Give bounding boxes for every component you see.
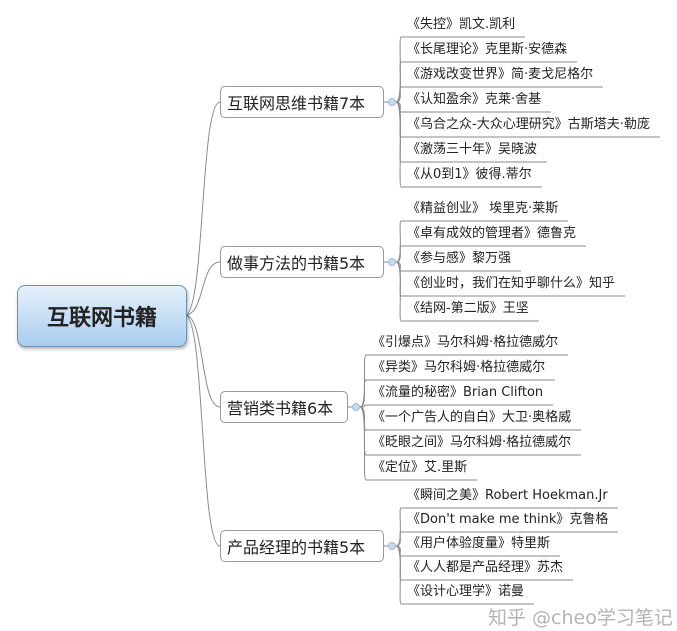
leaf-node[interactable]: 《一个广告人的自白》大卫·奥格威 xyxy=(372,410,572,425)
root-node[interactable]: 互联网书籍 xyxy=(17,285,187,347)
leaf-node[interactable]: 《乌合之众-大众心理研究》古斯塔夫·勒庞 xyxy=(407,117,650,132)
leaf-node[interactable]: 《设计心理学》诺曼 xyxy=(407,584,525,599)
leaf-node[interactable]: 《失控》凯文.凯利 xyxy=(407,17,516,32)
branch-leaf-connector xyxy=(395,220,402,263)
root-branch-connector xyxy=(184,314,221,547)
branch-leaf-connector xyxy=(395,245,402,263)
leaf-node[interactable]: 《认知盈余》克莱·舍基 xyxy=(407,92,542,107)
branch-node[interactable]: 营销类书籍6本 xyxy=(220,391,348,423)
leaf-node[interactable]: 《结网-第二版》王坚 xyxy=(407,301,529,316)
branch-node[interactable]: 产品经理的书籍5本 xyxy=(220,530,384,562)
branch-leaf-connector xyxy=(395,545,402,605)
leaf-node[interactable]: 《精益创业》 埃里克·莱斯 xyxy=(407,201,559,216)
leaf-node[interactable]: 《人人都是产品经理》苏杰 xyxy=(407,560,564,575)
leaf-node[interactable]: 《激荡三十年》吴晓波 xyxy=(407,142,538,157)
branch-leaf-connector xyxy=(395,101,402,188)
leaf-node[interactable]: 《流量的秘密》Brian Clifton xyxy=(372,385,544,400)
collapse-toggle[interactable] xyxy=(388,98,396,106)
branch-node[interactable]: 做事方法的书籍5本 xyxy=(220,246,384,278)
leaf-node[interactable]: 《定位》艾.里斯 xyxy=(372,460,468,475)
branch-leaf-connector xyxy=(395,261,402,322)
leaf-node[interactable]: 《引爆点》马尔科姆·格拉德威尔 xyxy=(372,335,559,350)
collapse-toggle[interactable] xyxy=(388,258,396,266)
leaf-node[interactable]: 《卓有成效的管理者》德鲁克 xyxy=(407,226,577,241)
branch-leaf-connector xyxy=(359,406,367,481)
branch-leaf-connector xyxy=(359,379,367,408)
branch-label: 做事方法的书籍5本 xyxy=(227,254,366,273)
branch-leaf-connector xyxy=(395,531,402,547)
leaf-node[interactable]: 《用户体验度量》特里斯 xyxy=(407,536,551,551)
branch-label: 互联网思维书籍7本 xyxy=(227,94,366,113)
leaf-node[interactable]: 《长尾理论》克里斯·安德森 xyxy=(407,42,568,57)
leaf-node[interactable]: 《瞬间之美》Robert Hoekman.Jr xyxy=(407,488,608,503)
leaf-node[interactable]: 《参与感》黎万强 xyxy=(407,251,512,266)
branch-label: 营销类书籍6本 xyxy=(227,399,334,418)
branch-node[interactable]: 互联网思维书籍7本 xyxy=(220,86,384,118)
root-branch-connector xyxy=(184,101,221,316)
leaf-node[interactable]: 《从0到1》彼得.蒂尔 xyxy=(407,167,532,182)
leaf-node[interactable]: 《眨眼之间》马尔科姆·格拉德威尔 xyxy=(372,435,572,450)
root-label: 互联网书籍 xyxy=(46,306,157,331)
branch-leaf-connector xyxy=(395,61,402,103)
branch-leaf-connector xyxy=(395,507,402,547)
leaf-node[interactable]: 《异类》马尔科姆·格拉德威尔 xyxy=(372,360,546,375)
leaf-node[interactable]: 《游戏改变世界》简·麦戈尼格尔 xyxy=(407,67,594,82)
branch-label: 产品经理的书籍5本 xyxy=(227,538,366,557)
root-branch-connector xyxy=(184,261,221,316)
leaf-node[interactable]: 《Don't make me think》克鲁格 xyxy=(407,512,609,527)
root-branch-connector xyxy=(184,314,221,408)
branch-leaf-connector xyxy=(395,86,402,103)
watermark: 知乎 @cheo学习笔记 xyxy=(488,607,673,629)
leaf-node[interactable]: 《创业时，我们在知乎聊什么》知乎 xyxy=(407,276,616,291)
collapse-toggle[interactable] xyxy=(388,542,396,550)
collapse-toggle[interactable] xyxy=(352,403,360,411)
